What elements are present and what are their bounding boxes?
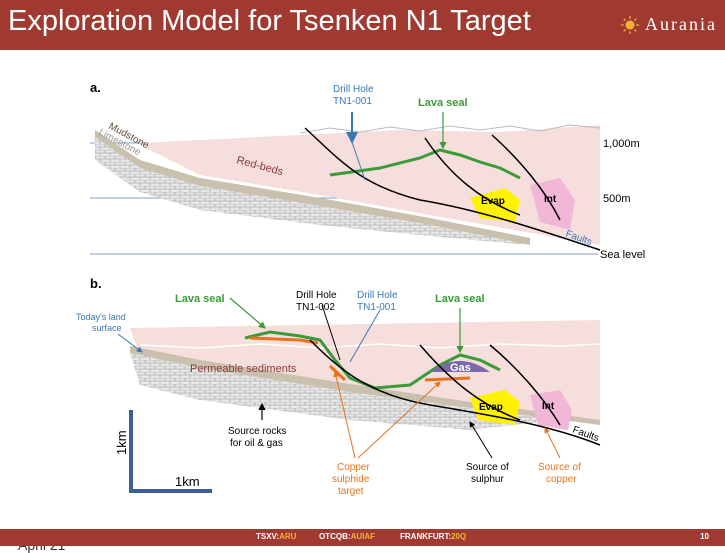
source-sulphur-pointer (469, 421, 493, 459)
scale-bar (129, 410, 212, 493)
copper-target-label-2: sulphide (332, 474, 370, 485)
aurania-logo: Aurania (621, 14, 717, 35)
source-sulphur-label-2: sulphur (471, 474, 504, 485)
exploration-diagram: a. Evap Int Drill Hole TN1-001 Lava seal… (76, 80, 645, 497)
evap-label-b: Evap (479, 402, 503, 413)
title-bar: Exploration Model for Tsenken N1 Target … (0, 0, 725, 50)
panel-b: b. Gas Evap Int Lava seal Lava seal T (76, 276, 600, 497)
copper-target-label-3: target (338, 486, 364, 497)
gas-label-b: Gas (450, 362, 471, 374)
faults-label-b: Faults (571, 424, 600, 444)
source-copper-label-1: Source of (538, 462, 581, 473)
todays-land-surface-2: surface (92, 323, 122, 333)
panel-b-label: b. (90, 276, 102, 291)
drill-hole-001-label-b-2: TN1-001 (357, 302, 396, 313)
drill-trace-a (351, 141, 366, 181)
scale-vertical-label: 1km (114, 430, 129, 455)
surface-line-a (299, 124, 601, 134)
source-sulphur-label-1: Source of (466, 462, 509, 473)
int-body-a (530, 178, 575, 230)
limestone-layer-b (130, 353, 560, 430)
lava-seal-label-b-left: Lava seal (175, 293, 225, 305)
slide-title: Exploration Model for Tsenken N1 Target (8, 5, 531, 37)
mudstone-layer-a (95, 130, 530, 245)
source-rocks-label-2: for oil & gas (230, 438, 283, 449)
elevation-1000-label: 1,000m (603, 138, 640, 150)
fault-2-b (419, 344, 521, 421)
source-rocks-label-1: Source rocks (228, 426, 286, 437)
fault-3-a (491, 134, 561, 221)
ticker-frankfurt: FRANKFURT:20Q (400, 532, 467, 541)
elevation-500-label: 500m (603, 193, 631, 205)
logo-text: Aurania (645, 14, 717, 34)
fault-1-a (304, 127, 601, 251)
ticker-otcqb: OTCQB:AUIAF (319, 532, 376, 541)
source-copper-label-2: copper (546, 474, 577, 485)
drill-hole-001-b (349, 309, 381, 363)
sun-icon (621, 15, 640, 34)
panel-a: a. Evap Int Drill Hole TN1-001 Lava seal… (90, 80, 645, 261)
lava-seal-pointer-b-left (229, 297, 266, 329)
land-surface-pointer (117, 333, 143, 353)
fault-2-a (424, 137, 521, 216)
ticker-tsxv: TSXV:ARU (256, 532, 297, 541)
footer-bar: TSXV:ARU OTCQB:AUIAF FRANKFURT:20Q 10 (0, 529, 725, 546)
drill-hole-002-label-2: TN1-002 (296, 302, 335, 313)
drill-hole-label-a-2: TN1-001 (333, 96, 372, 107)
copper-target-pointer-1 (333, 371, 356, 459)
land-surface-b (139, 343, 601, 349)
lava-seal-a (329, 148, 521, 180)
lava-seal-label-b-right: Lava seal (435, 293, 485, 305)
drill-hole-label-a-1: Drill Hole (333, 84, 374, 95)
scale-horizontal-label: 1km (175, 474, 200, 489)
panel-a-label: a. (90, 80, 101, 95)
fault-3-b (489, 344, 561, 426)
drill-hole-002 (321, 304, 341, 361)
permeable-sediments-label: Permeable sediments (190, 363, 297, 375)
copper-target-label-1: Copper (337, 462, 370, 473)
limestone-layer-a (95, 137, 530, 245)
drill-hole-001-label-b-1: Drill Hole (357, 290, 398, 301)
drill-hole-002-label-1: Drill Hole (296, 290, 337, 301)
int-label-a: Int (544, 194, 557, 205)
todays-land-surface-1: Today's land (76, 312, 126, 322)
fault-1-b (309, 339, 601, 446)
source-copper-pointer (544, 427, 561, 459)
gas-body-b (430, 361, 490, 372)
copper-target-pointer-2 (357, 381, 441, 459)
page-number: 10 (700, 532, 709, 541)
lava-seal-label-a: Lava seal (418, 97, 468, 109)
evap-body-b (470, 390, 520, 425)
evap-label-a: Evap (481, 196, 505, 207)
sea-level-label: Sea level (600, 249, 645, 261)
